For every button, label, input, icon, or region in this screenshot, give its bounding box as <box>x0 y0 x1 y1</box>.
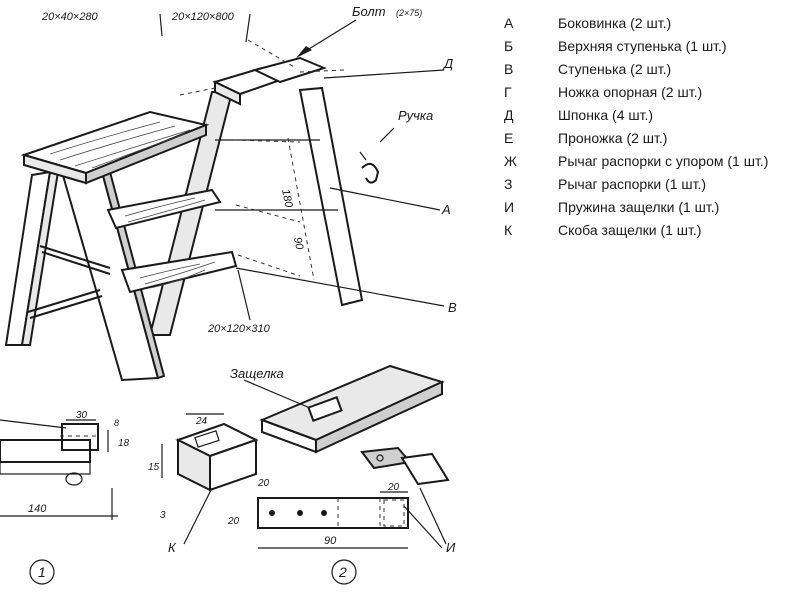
legend-item: Г Ножка опорная (2 шт.) <box>500 81 800 104</box>
legend-letter: В <box>504 61 514 77</box>
legend-text: Рычаг распорки (1 шт.) <box>558 176 707 192</box>
legend-text: Проножка (2 шт.) <box>558 130 668 146</box>
legend-letter: Ж <box>504 153 517 169</box>
plate-length-label: 90 <box>324 535 337 547</box>
lower-step-size-label: 20×120×310 <box>207 323 271 335</box>
latch-callout: Защелка <box>230 366 284 381</box>
lower-step <box>120 250 238 294</box>
top-board <box>20 110 210 185</box>
top-step-size-label: 20×40×280 <box>41 11 99 23</box>
legend-item: Д Шпонка (4 шт.) <box>500 104 800 127</box>
bolt-size-callout: (2×75) <box>396 8 422 18</box>
front-left-side-rail <box>4 170 60 346</box>
leg-length-b-label: 90 <box>291 236 305 251</box>
handle-callout: Ручка <box>398 108 433 123</box>
legend-letter: А <box>504 15 514 31</box>
spreader-bars <box>27 245 111 319</box>
legend-text: Верхняя ступенька (1 шт.) <box>558 38 727 54</box>
part-d-callout: Д <box>442 56 453 71</box>
top-hinge-block <box>179 39 327 106</box>
detail-1-number: 1 <box>38 564 46 580</box>
stepladder-assembly: 20×40×280 20×120×800 Болт (2×75) Д Ручка… <box>4 4 457 382</box>
leg-length-a-label: 180 <box>279 188 295 209</box>
assembly-guide-lines <box>233 69 345 281</box>
legend-letter: И <box>504 199 515 215</box>
parts-legend: А Боковинка (2 шт.) Б Верхняя ступенька … <box>500 12 800 242</box>
legend-item: Б Верхняя ступенька (1 шт.) <box>500 35 800 58</box>
legend-letter: З <box>504 176 513 192</box>
detail-2: 24 15 3 20 Защелка 90 20 20 К <box>148 364 456 585</box>
legend-item: З Рычаг распорки (1 шт.) <box>500 173 800 196</box>
legend-text: Пружина защелки (1 шт.) <box>558 199 720 215</box>
legend-text: Ножка опорная (2 шт.) <box>558 84 703 100</box>
bracket-depth-label: 20 <box>257 478 270 489</box>
bracket-width-label: 24 <box>195 416 208 427</box>
part-a-callout: А <box>441 202 451 217</box>
part-i-callout: И <box>446 540 456 555</box>
legend-item: К Скоба защелки (1 шт.) <box>500 219 800 242</box>
legend-item: Ж Рычаг распорки с упором (1 шт.) <box>500 150 800 173</box>
top-board-size-label: 20×120×800 <box>171 11 235 23</box>
bolt-callout: Болт <box>352 4 386 19</box>
legend-item: В Ступенька (2 шт.) <box>500 58 800 81</box>
detail1-side-label: 8 <box>114 418 119 428</box>
legend-letter: Г <box>504 84 512 100</box>
legend-item: И Пружина защелки (1 шт.) <box>500 196 800 219</box>
detail1-width-label: 30 <box>76 410 88 421</box>
plate-height-label: 20 <box>227 516 240 527</box>
legend-item: Е Проножка (2 шт.) <box>500 127 800 150</box>
detail1-height-label: 18 <box>118 438 130 449</box>
latch-spring <box>360 446 450 486</box>
detail1-length-label: 140 <box>28 503 47 515</box>
legend-text: Шпонка (4 шт.) <box>558 107 654 123</box>
legend-text: Ступенька (2 шт.) <box>558 61 672 77</box>
legend-letter: Е <box>504 130 514 146</box>
handle-icon <box>359 151 380 184</box>
bolt-arrow-icon <box>296 46 312 58</box>
legend-text: Скоба защелки (1 шт.) <box>558 222 702 238</box>
detail-2-number: 2 <box>338 564 347 580</box>
legend-letter: К <box>504 222 513 238</box>
detail-1: 30 8 18 140 1 <box>0 410 130 585</box>
plate-side-label: 20 <box>387 482 400 493</box>
bracket-height-label: 15 <box>148 462 160 473</box>
legend-text: Боковинка (2 шт.) <box>558 15 672 31</box>
bracket-thickness-label: 3 <box>160 510 166 521</box>
legend-letter: Д <box>504 107 514 123</box>
legend-item: А Боковинка (2 шт.) <box>500 12 800 35</box>
legend-letter: Б <box>504 38 514 54</box>
part-k-callout: К <box>168 540 177 555</box>
legend-text: Рычаг распорки с упором (1 шт.) <box>558 153 769 169</box>
part-v-callout: В <box>448 300 457 315</box>
middle-step <box>106 188 222 230</box>
